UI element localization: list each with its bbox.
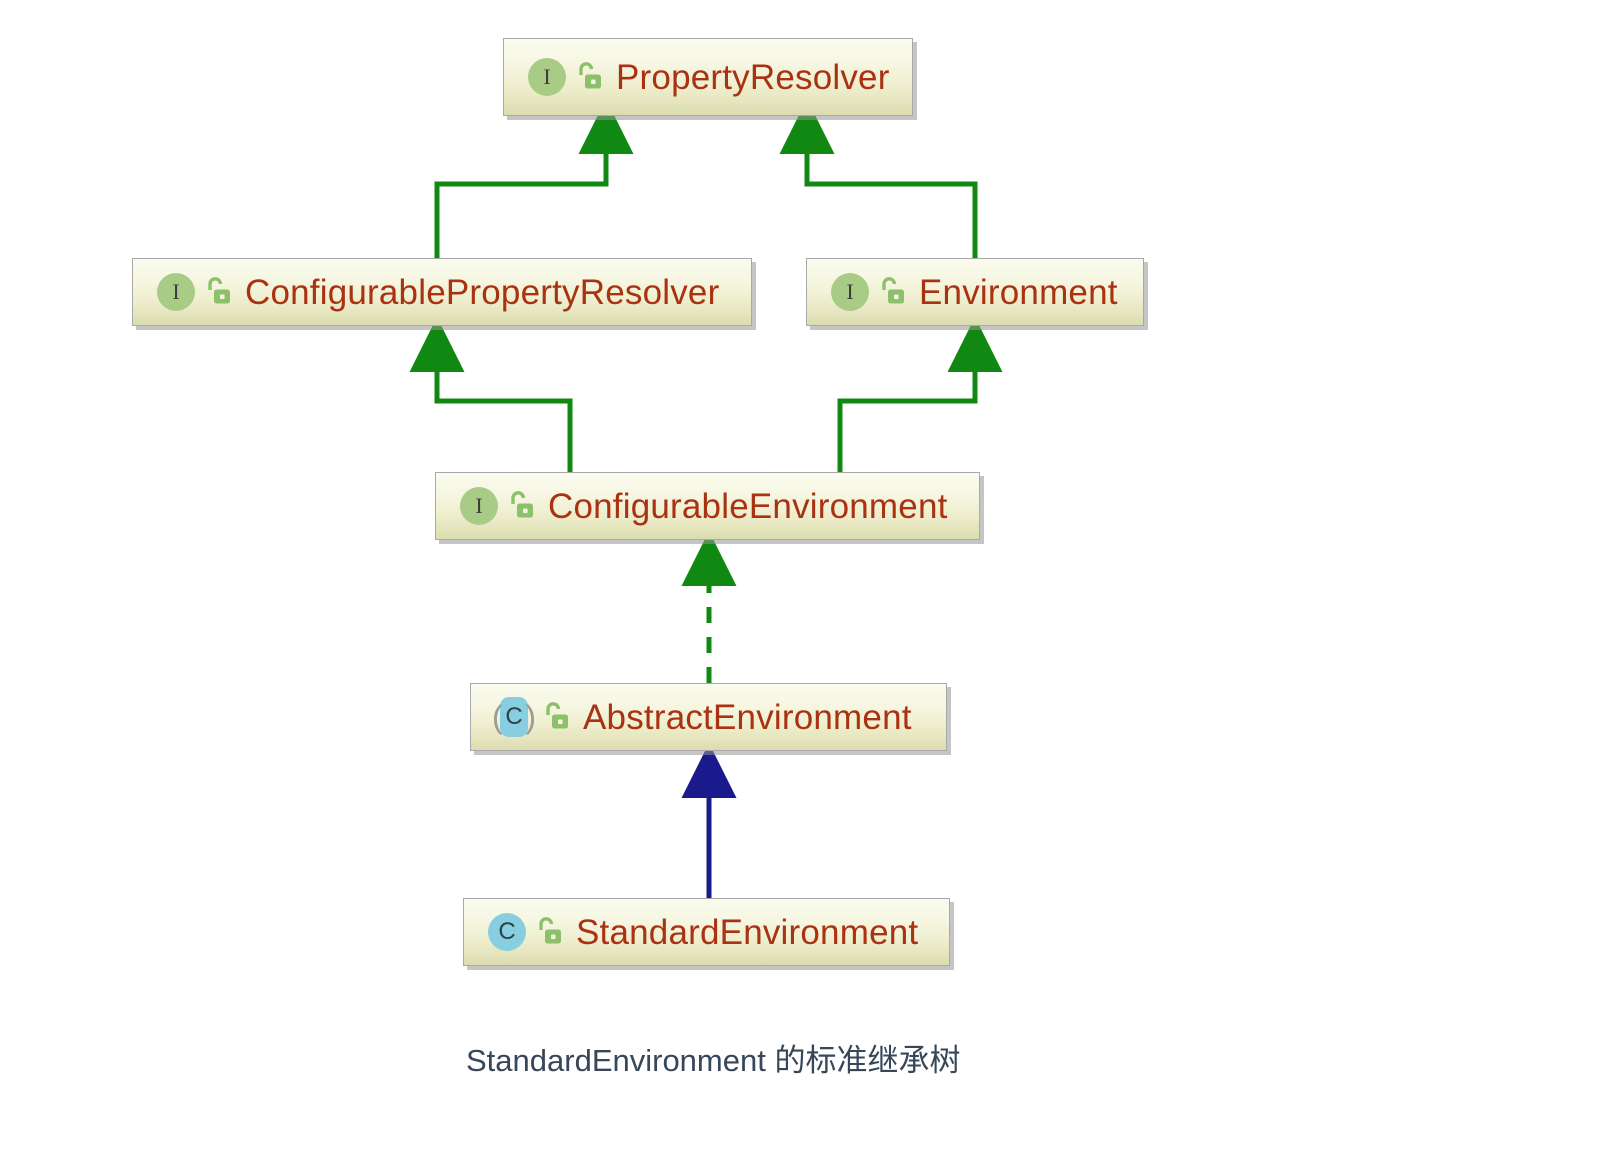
diagram-caption: StandardEnvironment 的标准继承树 [466,1043,961,1078]
interface-icon: I [155,271,197,313]
unlocked-padlock-icon [541,701,571,733]
class-icon: C [486,911,528,953]
node-configurable-property-resolver[interactable]: I ConfigurablePropertyResolver [132,258,752,326]
node-label: ConfigurablePropertyResolver [245,272,720,312]
left-paren: ( [492,699,503,735]
node-label: StandardEnvironment [576,912,919,952]
unlocked-padlock-icon [534,916,564,948]
node-label: PropertyResolver [616,57,890,97]
node-label: ConfigurableEnvironment [548,486,948,526]
node-label: AbstractEnvironment [583,697,912,737]
unlocked-padlock-icon [506,490,536,522]
interface-icon: I [829,271,871,313]
unlocked-padlock-icon [574,61,604,93]
node-configurable-environment[interactable]: I ConfigurableEnvironment [435,472,980,540]
node-abstract-environment[interactable]: ( C ) AbstractEnvironment [470,683,947,751]
interface-icon: I [458,485,500,527]
node-standard-environment[interactable]: C StandardEnvironment [463,898,950,966]
interface-icon: I [526,56,568,98]
node-label: Environment [919,272,1118,312]
abstract-class-icon: ( C ) [492,697,536,737]
edge-configurable-environment-to-environment [837,317,1003,472]
edge-configurable-environment-to-configurable-property-resolver [409,317,573,472]
right-paren: ) [525,699,536,735]
unlocked-padlock-icon [203,276,233,308]
unlocked-padlock-icon [877,276,907,308]
edge-environment-to-property-resolver [779,99,978,258]
node-environment[interactable]: I Environment [806,258,1144,326]
edge-configurable-property-resolver-to-property-resolver [434,99,634,258]
node-property-resolver[interactable]: I PropertyResolver [503,38,913,116]
